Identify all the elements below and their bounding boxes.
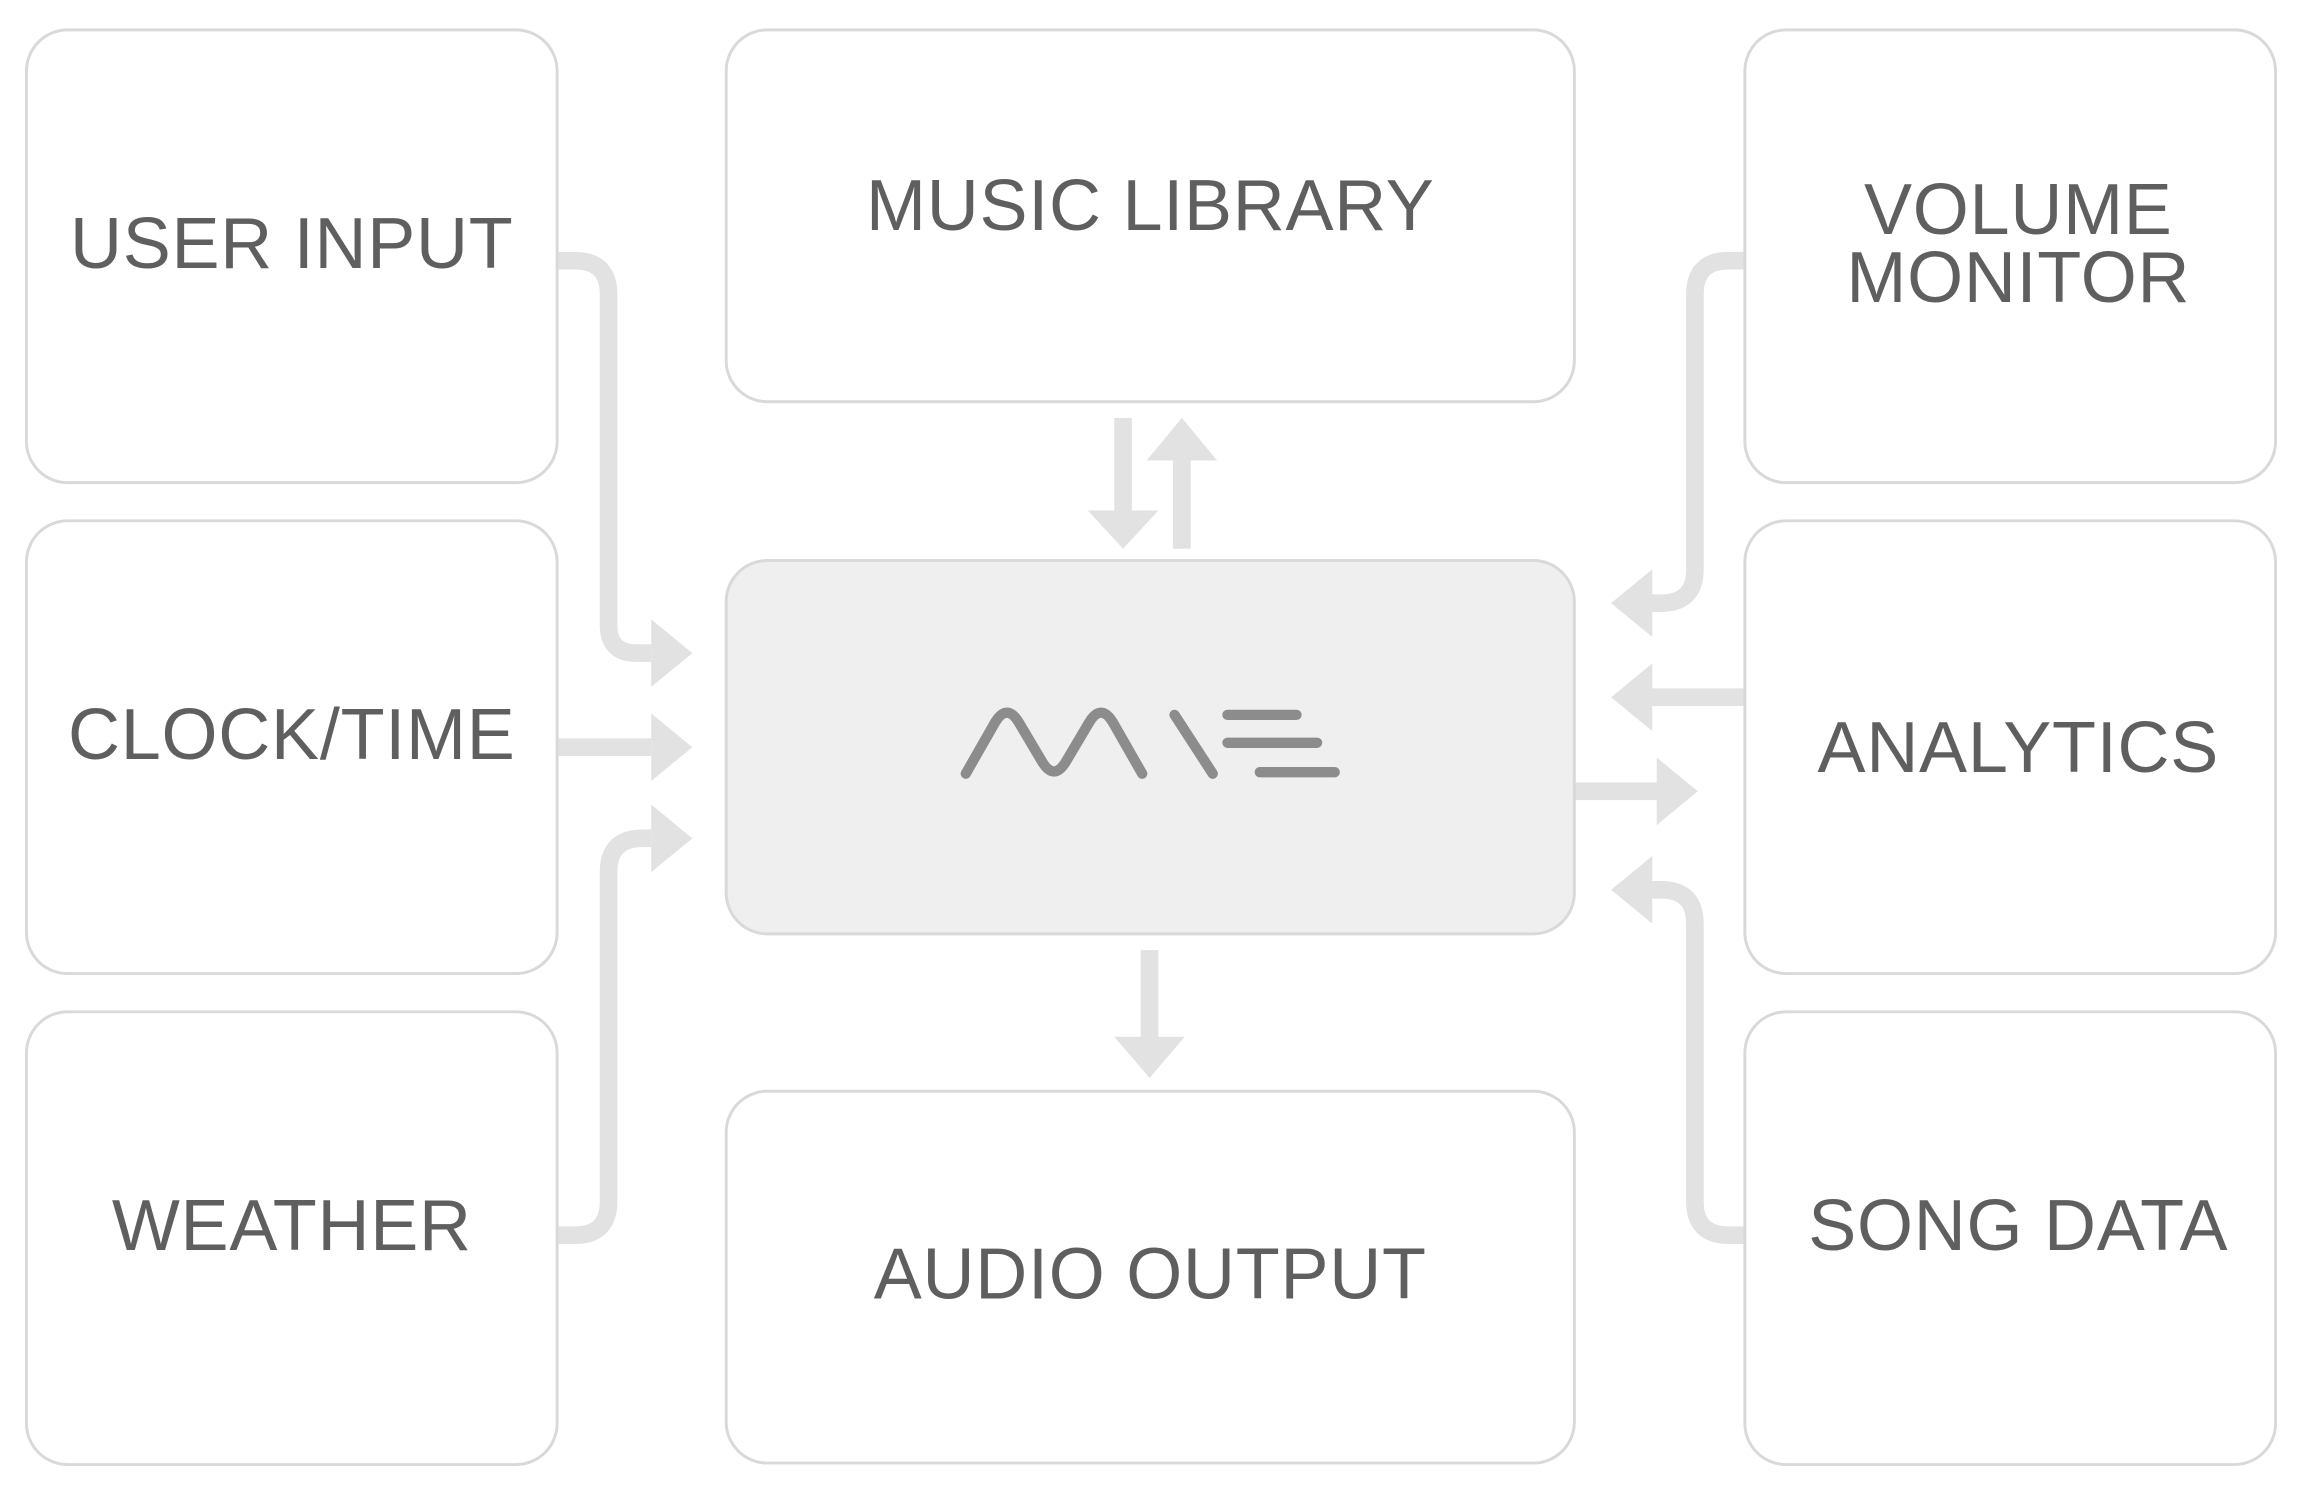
arrowhead-volume [1611, 569, 1653, 637]
wave-logo-icon [960, 707, 1340, 779]
node-audio-output-label: AUDIO OUTPUT [874, 1234, 1427, 1314]
node-volume-monitor-label-line2: MONITOR [1846, 238, 2190, 318]
node-volume-monitor-label-line1: VOLUME [1864, 170, 2173, 250]
node-clock-time-label: CLOCK/TIME [68, 695, 516, 775]
node-user-input-box [24, 28, 559, 485]
node-song-data-box [1743, 1010, 2278, 1467]
arrow-volume-shaft [1646, 251, 1745, 612]
node-song-data: SONG DATA [1743, 1010, 2278, 1467]
node-audio-output: AUDIO OUTPUT [724, 1089, 1576, 1465]
arrow-user-input-shaft [557, 251, 652, 662]
arrowhead-library-up [1146, 417, 1218, 461]
node-weather-label: WEATHER [112, 1186, 472, 1266]
arrowhead-weather [651, 804, 693, 873]
connectors [557, 251, 1745, 1245]
node-audio-output-box [724, 1089, 1576, 1465]
node-weather-box [24, 1010, 559, 1467]
arrowhead-to-analytics [1656, 757, 1698, 826]
node-user-input-label: USER INPUT [70, 204, 514, 284]
arrowhead-library-down [1087, 510, 1159, 549]
node-volume-monitor-box [1743, 28, 2278, 485]
node-volume-monitor: VOLUME MONITOR [1743, 28, 2278, 485]
arrowhead-song-data [1611, 855, 1653, 924]
node-song-data-label: SONG DATA [1808, 1186, 2228, 1266]
arrowhead-analytics [1611, 663, 1653, 732]
node-clock-time: CLOCK/TIME [24, 519, 559, 976]
node-weather: WEATHER [24, 1010, 559, 1467]
node-music-library-box [724, 28, 1576, 404]
arrowheads [651, 417, 1698, 1078]
arrow-song-data-shaft [1646, 880, 1745, 1245]
node-user-input: USER INPUT [24, 28, 559, 485]
arrow-weather-shaft [557, 829, 652, 1245]
node-center-engine [724, 559, 1576, 936]
arrowhead-audio [1114, 1036, 1185, 1078]
node-analytics: ANALYTICS [1743, 519, 2278, 976]
node-analytics-label: ANALYTICS [1818, 708, 2219, 788]
node-clock-time-box [24, 519, 559, 976]
arrowhead-clock [651, 713, 693, 782]
node-analytics-box [1743, 519, 2278, 976]
node-music-library-label: MUSIC LIBRARY [866, 166, 1435, 246]
center-engine-box [724, 559, 1576, 936]
node-music-library: MUSIC LIBRARY [724, 28, 1576, 404]
arrowhead-user-input [651, 619, 693, 687]
